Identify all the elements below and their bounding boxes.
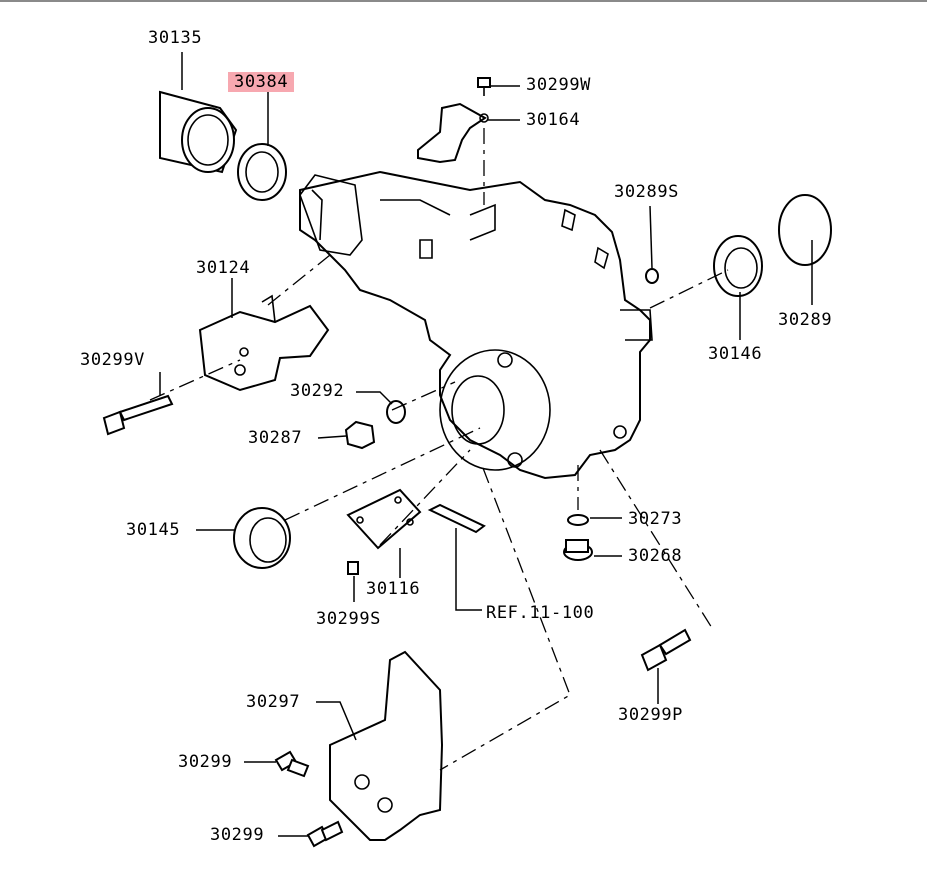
part-30299-bolt-b [306,820,344,848]
part-30145-seal [233,507,291,569]
callout-30292[interactable]: 30292 [290,381,345,401]
callout-30268[interactable]: 30268 [628,546,683,566]
callout-30124[interactable]: 30124 [196,258,251,278]
callout-30299-upper[interactable]: 30299 [178,752,233,772]
part-30268-plug [563,539,593,561]
part-30289-oring [778,194,832,266]
callout-30299P[interactable]: 30299P [618,705,684,725]
callout-30299V[interactable]: 30299V [80,350,146,370]
top-border [0,0,927,2]
part-30164-bracket [417,102,489,164]
callout-ref-11-100[interactable]: REF.11-100 [486,603,595,623]
part-30299-bolt-a [274,750,310,778]
part-30135-sleeve [159,90,238,174]
callout-30146[interactable]: 30146 [708,344,763,364]
part-ref-pin [427,503,486,534]
callout-30273[interactable]: 30273 [628,509,683,529]
part-30146-seal [713,235,763,297]
callout-30135[interactable]: 30135 [148,28,203,48]
part-30384-seal [237,143,287,201]
callout-30299S[interactable]: 30299S [316,609,382,629]
callout-30164[interactable]: 30164 [526,110,581,130]
callout-30145[interactable]: 30145 [126,520,181,540]
part-30299S-bolt [347,561,359,575]
callout-30384-highlighted[interactable]: 30384 [228,72,295,92]
callout-30289S[interactable]: 30289S [614,182,680,202]
part-30292-washer [386,400,406,424]
transfer-case-housing [299,170,653,480]
part-30299W-bolt [477,77,491,96]
part-30289S-oring [645,268,659,284]
part-30273-washer [567,514,589,526]
callout-30297[interactable]: 30297 [246,692,301,712]
part-30297-cover [329,650,444,841]
part-30299P-bolt [640,628,692,672]
callout-30299-lower[interactable]: 30299 [210,825,265,845]
part-30124-bracket [198,294,330,392]
part-30299V-bolt [102,394,174,436]
callout-30116[interactable]: 30116 [366,579,421,599]
callout-30287[interactable]: 30287 [248,428,303,448]
part-30287-plug [344,420,376,450]
callout-30289[interactable]: 30289 [778,310,833,330]
callout-30299W[interactable]: 30299W [526,75,592,95]
part-30116-plate [346,488,422,550]
